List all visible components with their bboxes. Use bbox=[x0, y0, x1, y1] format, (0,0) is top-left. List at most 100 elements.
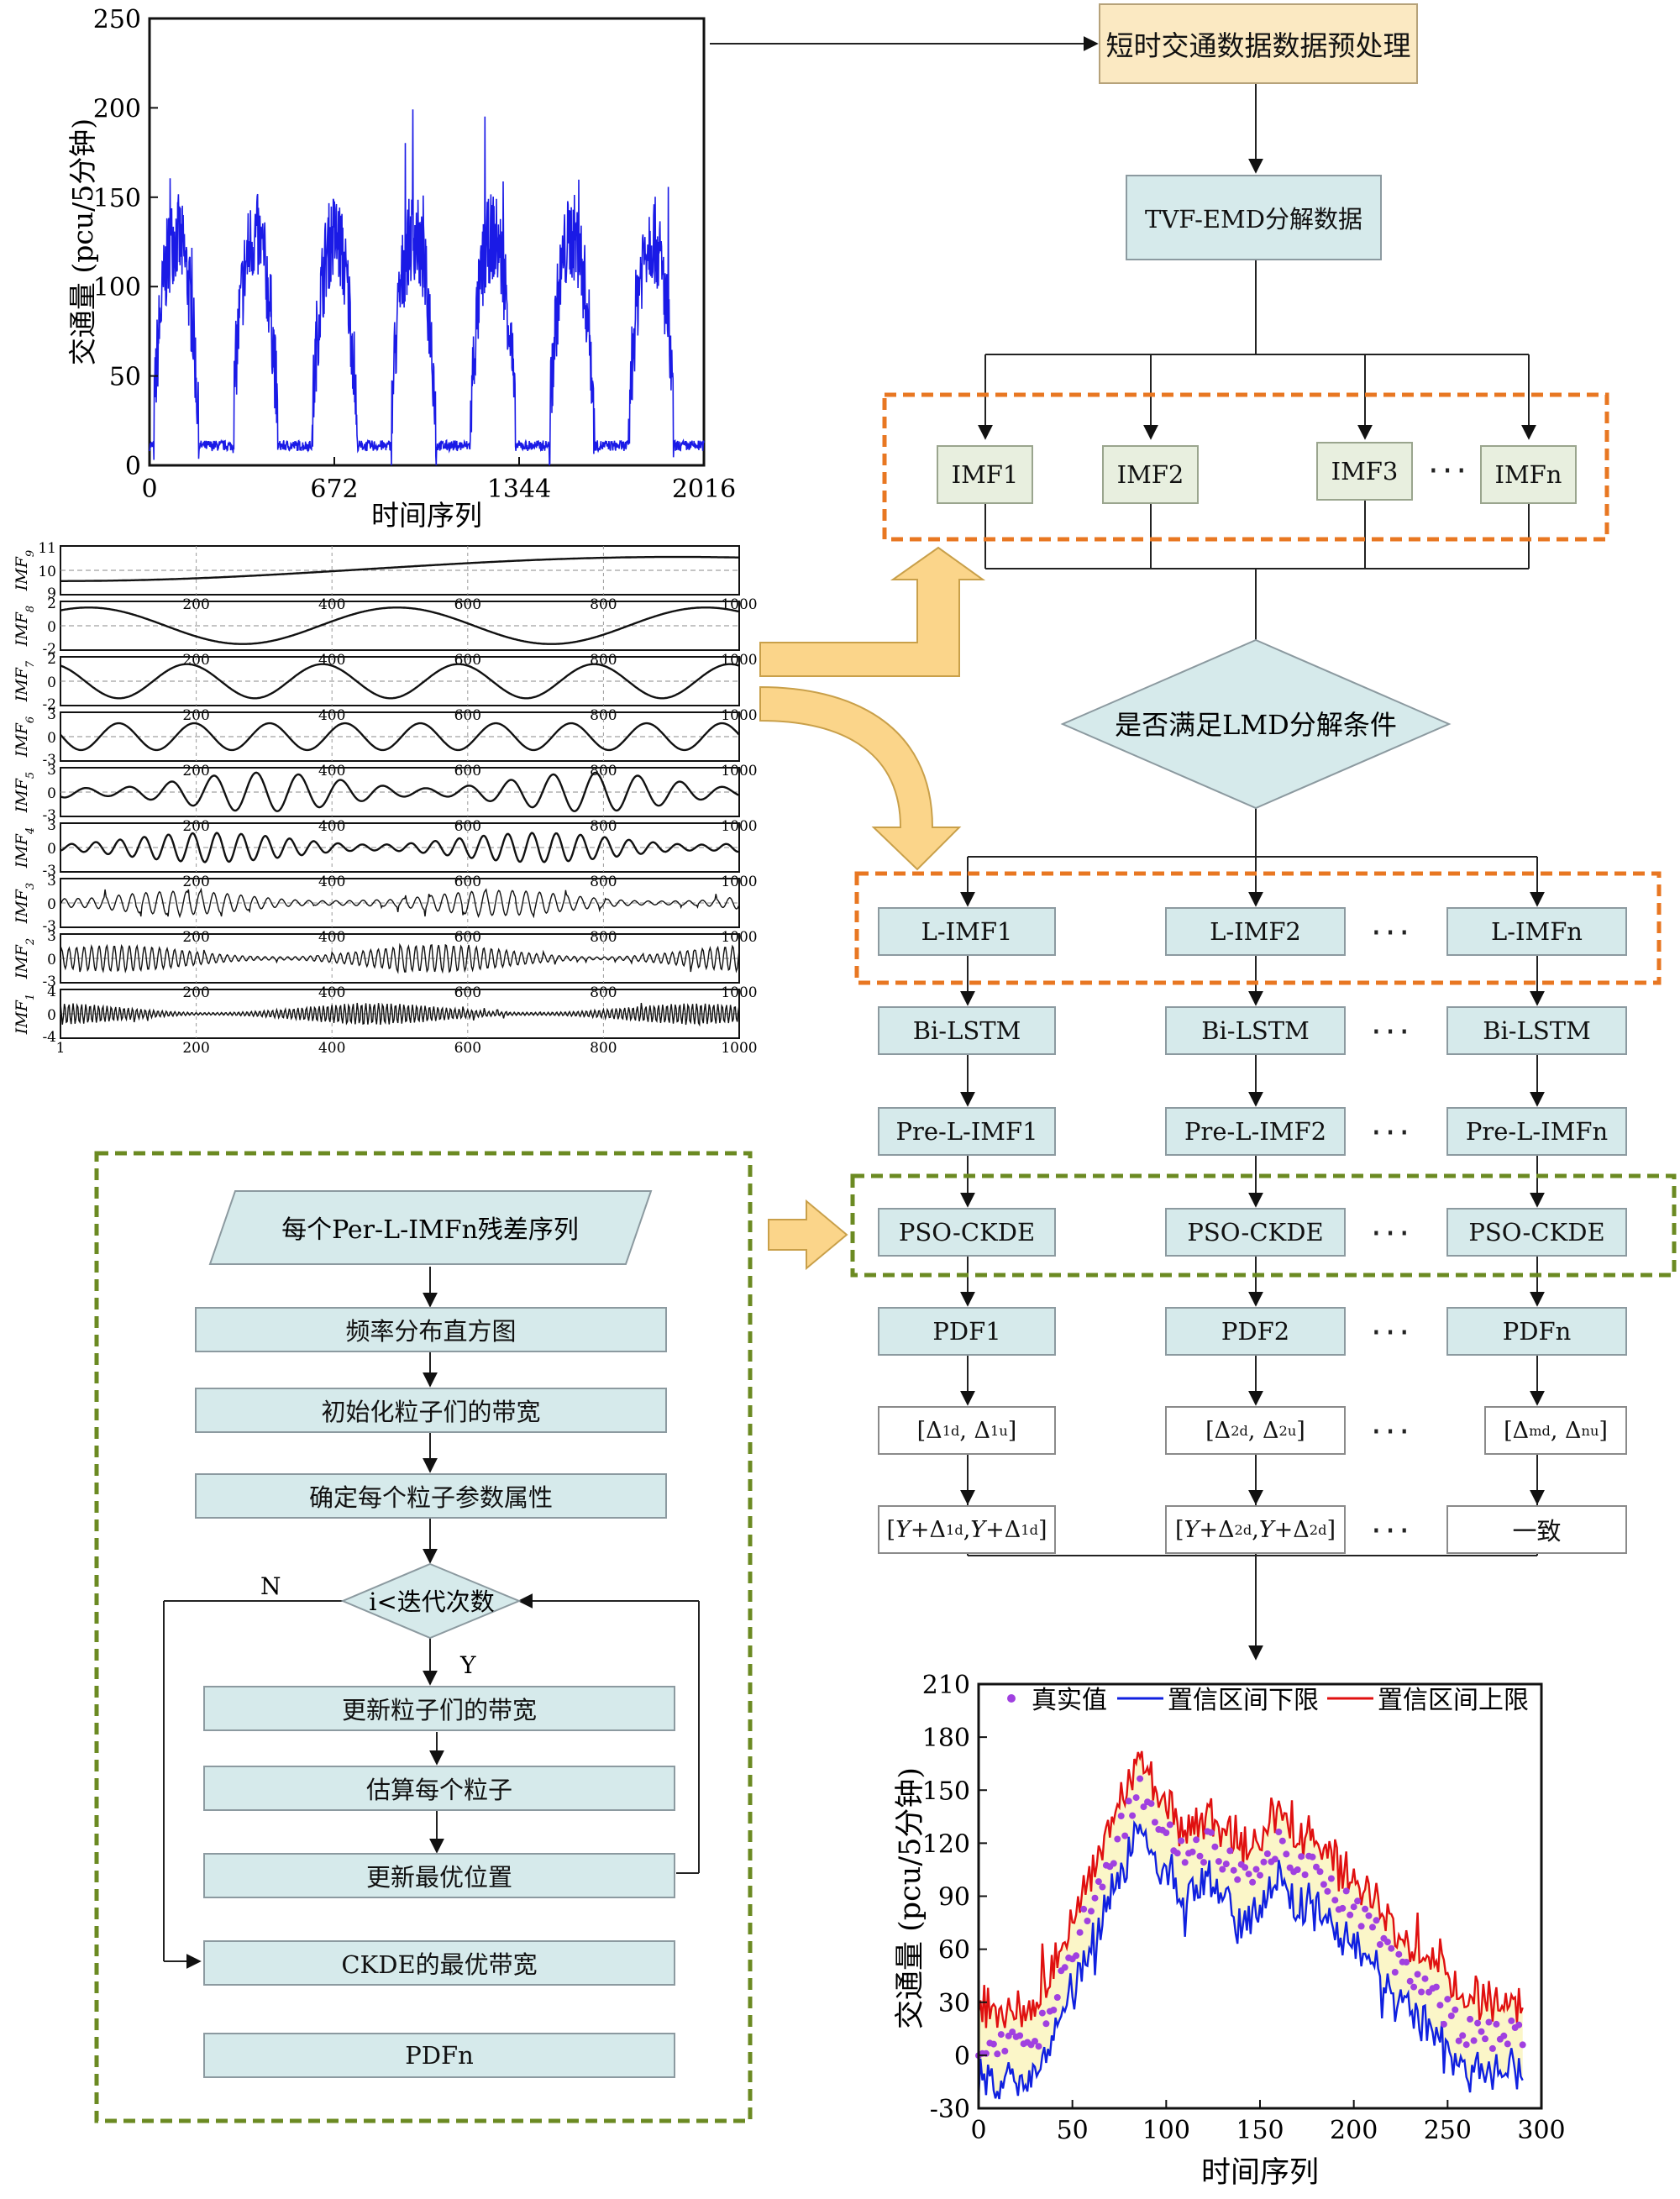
true-value-point bbox=[1357, 1923, 1365, 1930]
limf2-box: L-IMF2 bbox=[1165, 907, 1346, 956]
pso-ckde1-box: PSO-CKDE bbox=[878, 1208, 1056, 1257]
true-value-point bbox=[1110, 1860, 1117, 1867]
true-value-point bbox=[1151, 1819, 1158, 1826]
top-ytick-label: 250 bbox=[93, 5, 141, 34]
imf3-box: IMF3 bbox=[1316, 442, 1413, 501]
bottom-xtick-label: 0 bbox=[970, 2116, 986, 2145]
imf-ytick-label: 3 bbox=[47, 762, 56, 779]
top-xtick-label: 0 bbox=[141, 475, 157, 504]
imf-ytick-label: 3 bbox=[47, 873, 56, 890]
bottom-ytick-label: 90 bbox=[938, 1883, 970, 1913]
imf-ytick-label: 0 bbox=[47, 674, 56, 691]
true-value-point bbox=[1193, 1836, 1200, 1844]
top-xtick-label: 2016 bbox=[672, 475, 736, 504]
true-value-point bbox=[1414, 1971, 1421, 1978]
imf-ytick-label: 4 bbox=[47, 984, 56, 1000]
update-bandwidth-box: 更新粒子们的带宽 bbox=[203, 1686, 675, 1731]
true-value-point bbox=[1129, 1812, 1137, 1819]
imf-panel-label: IMF8 bbox=[13, 606, 37, 647]
top-xtick-label: 1344 bbox=[487, 475, 551, 504]
true-value-point bbox=[1519, 2041, 1526, 2049]
true-value-point bbox=[1508, 2017, 1515, 2024]
imf-series-IMF1 bbox=[60, 1002, 740, 1027]
bottom-xtick-label: 150 bbox=[1236, 2116, 1284, 2145]
bottom-ytick-label: 30 bbox=[938, 1989, 970, 2018]
imf-ytick-label: 10 bbox=[38, 564, 56, 580]
true-value-point bbox=[1406, 1977, 1414, 1985]
ckde-bandwidth-box: CKDE的最优带宽 bbox=[203, 1940, 675, 1986]
true-value-point bbox=[1140, 1803, 1147, 1811]
true-value-point bbox=[1283, 1850, 1290, 1858]
no-label: N bbox=[260, 1572, 281, 1600]
imf-xtick-first: 1 bbox=[56, 1040, 66, 1057]
yellow-arrow-right bbox=[768, 1199, 848, 1271]
top-chart-series bbox=[149, 109, 705, 466]
bilstmn-box: Bi-LSTM bbox=[1446, 1006, 1627, 1055]
imf-panel-label: IMF5 bbox=[13, 772, 37, 813]
bottom-xtick-label: 250 bbox=[1424, 2116, 1472, 2145]
true-value-point bbox=[1294, 1866, 1301, 1873]
subprocess-connectors bbox=[163, 1267, 700, 1984]
top-ytick-label: 100 bbox=[93, 273, 141, 302]
true-value-point bbox=[1073, 1952, 1080, 1960]
true-value-point bbox=[1163, 1829, 1170, 1836]
input-parallelogram bbox=[208, 1190, 653, 1265]
top-ytick-label: 150 bbox=[93, 184, 141, 213]
true-value-point bbox=[1504, 2040, 1511, 2048]
true-value-point bbox=[1462, 2041, 1470, 2049]
imf-panel-label: IMF3 bbox=[13, 883, 37, 924]
imf-ytick-label: 2 bbox=[47, 596, 56, 612]
imf-xtick-label: 600 bbox=[454, 1040, 481, 1057]
bilstm1-box: Bi-LSTM bbox=[878, 1006, 1056, 1055]
true-value-point bbox=[1410, 1983, 1418, 1991]
limfn-box: L-IMFn bbox=[1446, 907, 1627, 956]
true-value-point bbox=[1444, 1996, 1452, 2003]
true-value-point bbox=[1038, 2009, 1046, 2017]
true-value-point bbox=[997, 2031, 1005, 2039]
true-value-point bbox=[1388, 1944, 1395, 1952]
pdfn-output-box: PDFn bbox=[203, 2033, 675, 2078]
top-chart-ylabel: 交通量 (pcu/5分钟) bbox=[66, 118, 99, 365]
iteration-diamond bbox=[340, 1562, 522, 1640]
imf-xtick-label: 400 bbox=[318, 1040, 345, 1057]
true-value-point bbox=[1313, 1863, 1320, 1871]
true-value-point bbox=[1301, 1871, 1309, 1878]
imf-dashed-frame bbox=[882, 392, 1609, 542]
bottom-ytick-label: -30 bbox=[930, 2095, 970, 2124]
lmd-decision-diamond bbox=[1060, 638, 1452, 810]
true-value-point bbox=[1474, 2019, 1482, 2027]
ellipsis-pre: ··· bbox=[1371, 1114, 1414, 1152]
true-value-point bbox=[1470, 2037, 1478, 2044]
true-value-point bbox=[1196, 1852, 1204, 1860]
true-value-point bbox=[1166, 1821, 1173, 1829]
limf-dashed-frame bbox=[854, 871, 1662, 985]
imf-ytick-label: 0 bbox=[47, 1007, 56, 1024]
true-value-point bbox=[1488, 2044, 1496, 2052]
bottom-xtick-label: 50 bbox=[1057, 2116, 1089, 2145]
bottom-ytick-label: 150 bbox=[922, 1777, 970, 1806]
true-value-point bbox=[1515, 2021, 1523, 2028]
true-value-point bbox=[1088, 1908, 1095, 1915]
true-value-point bbox=[1432, 1983, 1440, 1991]
true-value-point bbox=[1117, 1813, 1125, 1819]
true-value-point bbox=[1222, 1860, 1230, 1868]
true-value-point bbox=[1009, 2028, 1016, 2036]
true-value-point bbox=[1035, 2043, 1042, 2050]
true-value-point bbox=[1440, 2020, 1447, 2028]
bilstm2-box: Bi-LSTM bbox=[1165, 1006, 1346, 1055]
lower-bound-series bbox=[977, 1819, 1524, 2100]
true-value-point bbox=[1080, 1905, 1088, 1913]
true-value-point bbox=[1242, 1864, 1249, 1871]
imf-ytick-label: 0 bbox=[47, 841, 56, 858]
true-value-point bbox=[1395, 1950, 1403, 1958]
